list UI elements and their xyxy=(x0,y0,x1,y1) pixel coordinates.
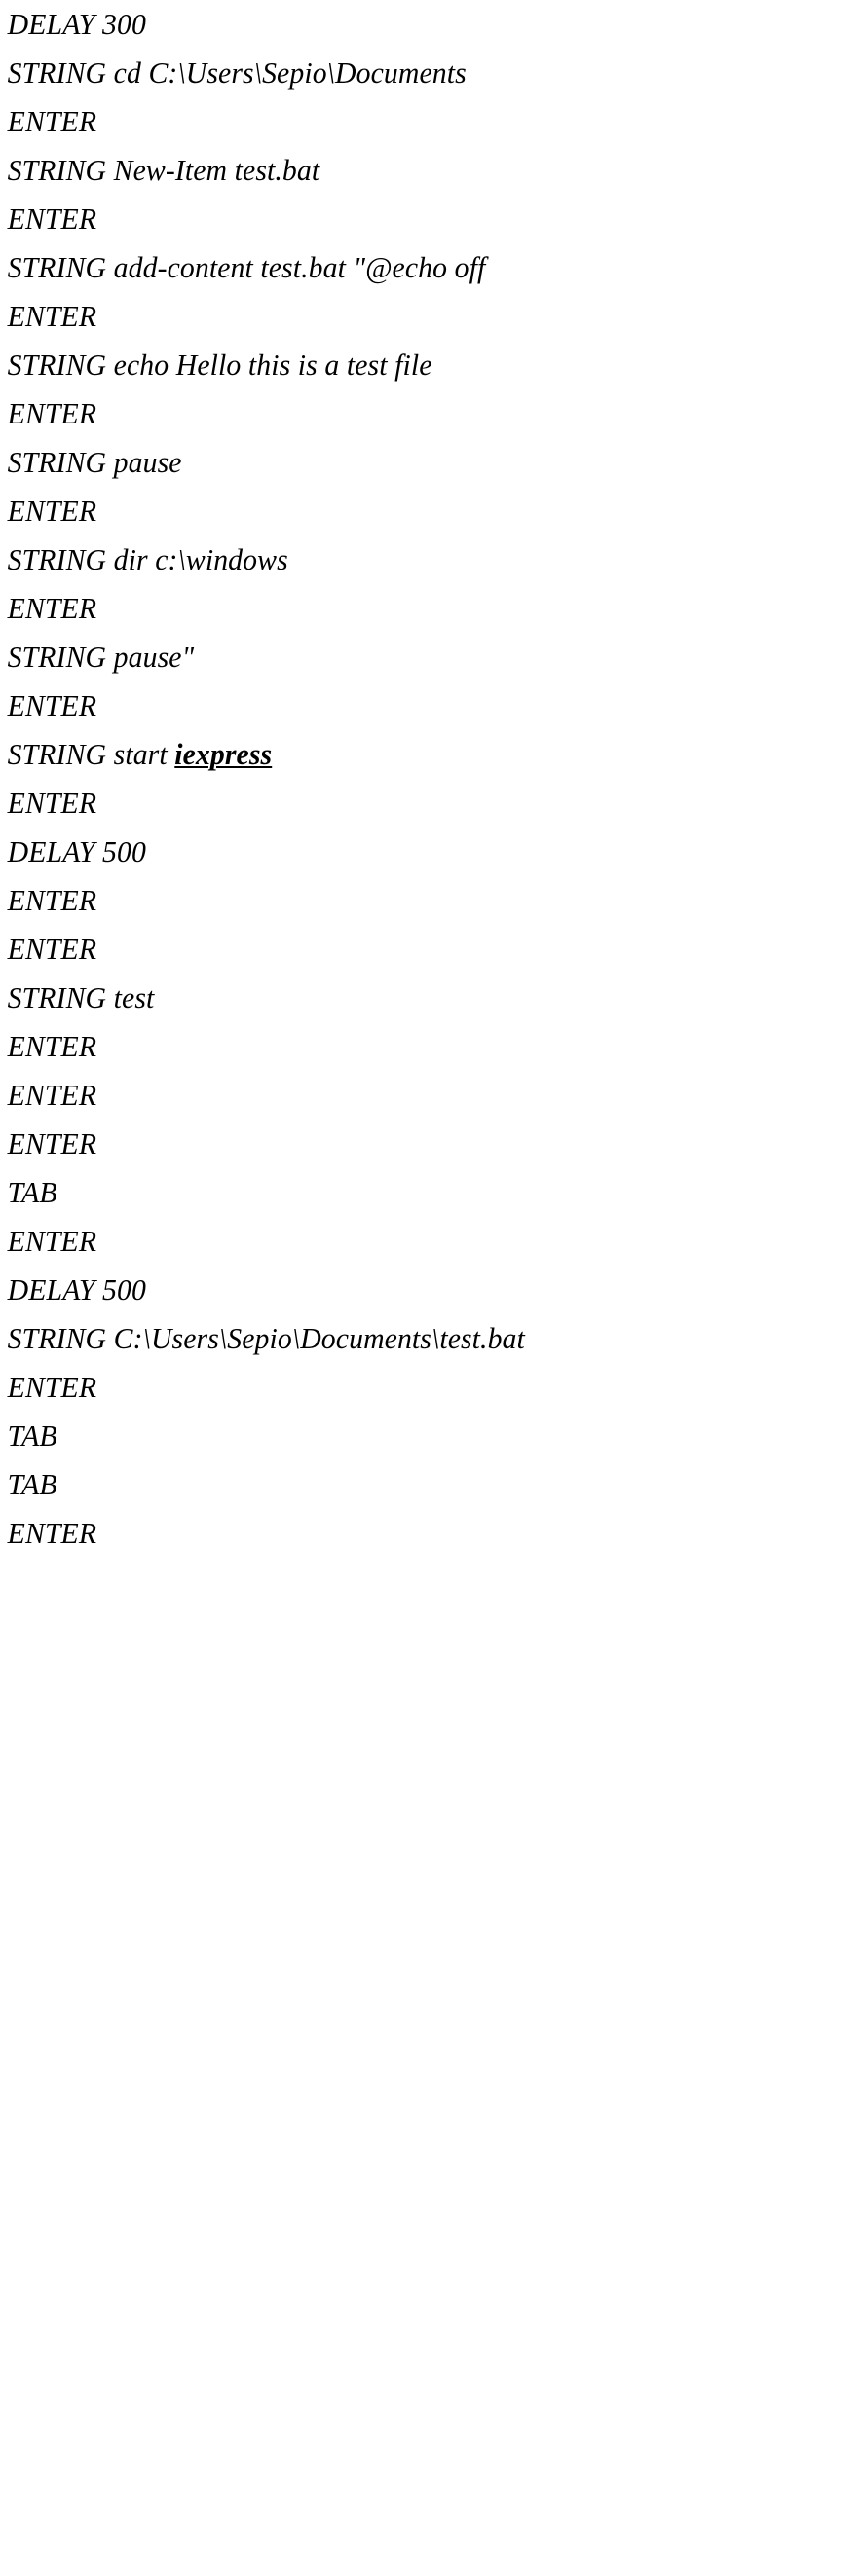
script-line-text: STRING C:\Users\Sepio\Documents\test.bat xyxy=(7,1321,525,1355)
script-line-text: ENTER xyxy=(7,1126,97,1160)
script-line: ENTER xyxy=(0,97,829,146)
script-line: ENTER xyxy=(0,1120,829,1168)
script-line: ENTER xyxy=(0,681,829,730)
script-line-emphasis: iexpress xyxy=(174,737,273,771)
script-line: DELAY 500 xyxy=(0,828,829,876)
script-line-text: TAB xyxy=(7,1418,57,1453)
script-line: ENTER xyxy=(0,1509,829,1558)
script-line-text: ENTER xyxy=(7,1078,97,1112)
script-line: STRING C:\Users\Sepio\Documents\test.bat xyxy=(0,1314,829,1363)
script-line: ENTER xyxy=(0,779,829,828)
script-line-text: STRING New-Item test.bat xyxy=(7,153,320,187)
script-line: DELAY 500 xyxy=(0,1266,829,1314)
script-line: ENTER xyxy=(0,195,829,243)
script-line-text: ENTER xyxy=(7,883,97,917)
script-line-text: ENTER xyxy=(7,932,97,966)
script-line: STRING dir c:\windows xyxy=(0,535,829,584)
script-line-text: TAB xyxy=(7,1175,57,1209)
script-line: ENTER xyxy=(0,487,829,535)
script-line-text: ENTER xyxy=(7,299,97,333)
script-line: ENTER xyxy=(0,1217,829,1266)
script-line-text: ENTER xyxy=(7,591,97,625)
script-line: STRING test xyxy=(0,974,829,1022)
script-line: STRING add-content test.bat "@echo off xyxy=(0,243,829,292)
script-line-text: STRING pause xyxy=(7,445,182,479)
script-line-text: ENTER xyxy=(7,1029,97,1063)
script-line: STRING pause" xyxy=(0,633,829,681)
script-line: STRING New-Item test.bat xyxy=(0,146,829,195)
script-line: ENTER xyxy=(0,389,829,438)
script-line: STRING start iexpress xyxy=(0,730,829,779)
script-line-text: ENTER xyxy=(7,494,97,528)
script-line-text: DELAY 500 xyxy=(7,1272,146,1306)
script-line-text: STRING cd C:\Users\Sepio\Documents xyxy=(7,55,467,90)
script-line-text: ENTER xyxy=(7,688,97,722)
script-line-text: STRING echo Hello this is a test file xyxy=(7,348,432,382)
script-line: TAB xyxy=(0,1460,829,1509)
script-line-text: STRING start xyxy=(7,737,175,771)
script-line: ENTER xyxy=(0,584,829,633)
script-line-text: ENTER xyxy=(7,1516,97,1550)
script-line: TAB xyxy=(0,1168,829,1217)
script-line: DELAY 300 xyxy=(0,0,829,49)
script-line: ENTER xyxy=(0,292,829,341)
script-line-text: ENTER xyxy=(7,1224,97,1258)
script-line-text: ENTER xyxy=(7,104,97,138)
script-line: STRING echo Hello this is a test file xyxy=(0,341,829,389)
script-line-text: ENTER xyxy=(7,786,97,820)
script-line-text: ENTER xyxy=(7,202,97,236)
script-line-text: STRING test xyxy=(7,980,155,1014)
script-line-text: STRING dir c:\windows xyxy=(7,542,288,576)
script-line-text: STRING add-content test.bat "@echo off xyxy=(7,250,486,284)
script-line: ENTER xyxy=(0,876,829,925)
script-line: STRING pause xyxy=(0,438,829,487)
script-line: STRING cd C:\Users\Sepio\Documents xyxy=(0,49,829,97)
script-line-text: DELAY 300 xyxy=(7,7,146,41)
script-line: ENTER xyxy=(0,925,829,974)
script-line-text: ENTER xyxy=(7,396,97,430)
script-line-text: DELAY 500 xyxy=(7,834,146,868)
script-line-text: TAB xyxy=(7,1467,57,1501)
script-line: ENTER xyxy=(0,1363,829,1412)
script-line: TAB xyxy=(0,1412,829,1460)
script-line-text: ENTER xyxy=(7,1370,97,1404)
script-line-text: STRING pause" xyxy=(7,640,195,674)
script-line: ENTER xyxy=(0,1022,829,1071)
script-line: ENTER xyxy=(0,1071,829,1120)
